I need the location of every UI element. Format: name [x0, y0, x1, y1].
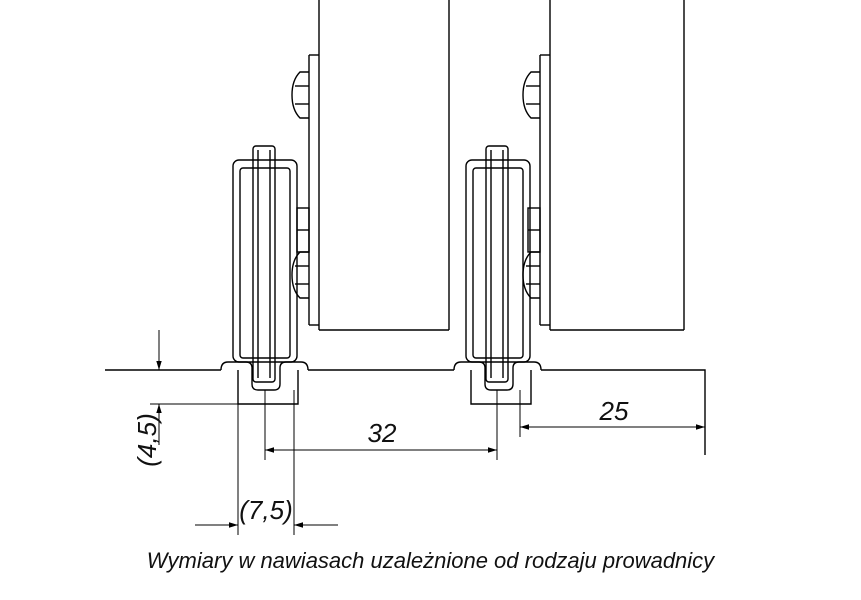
- guide-wheel-left: [232, 145, 298, 383]
- guide-wheel-right: [465, 145, 531, 383]
- dimension-spacing-label: 32: [368, 418, 397, 448]
- fixing-screws-left: [291, 71, 310, 299]
- dimension-groove-lines: [195, 390, 338, 535]
- dimension-groove-label: (7,5): [239, 495, 292, 525]
- dimension-spacing-lines: [264, 390, 498, 460]
- fixing-screws-right: [522, 71, 541, 299]
- caption-note: Wymiary w nawiasach uzależnione od rodza…: [146, 548, 715, 573]
- dimension-height-lines: [150, 330, 238, 445]
- dimension-height-label: (4,5): [132, 413, 162, 466]
- dimension-edge-lines: [519, 390, 705, 437]
- door-panel-right: [539, 0, 685, 331]
- dimension-edge-label: 25: [599, 396, 629, 426]
- door-panel-left: [308, 0, 450, 331]
